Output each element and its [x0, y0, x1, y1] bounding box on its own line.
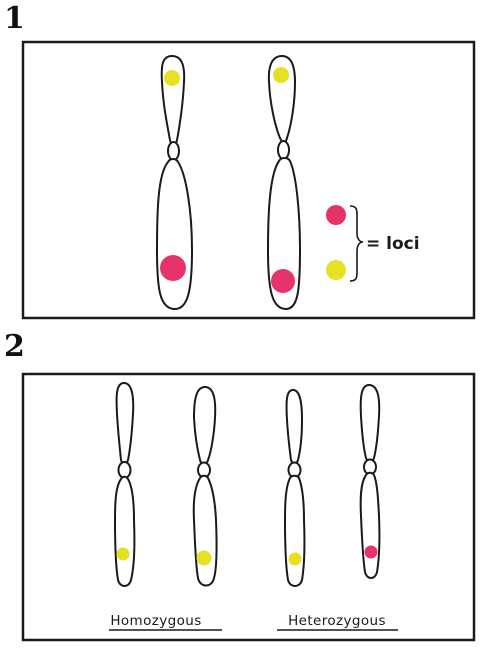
- locus-marker: [289, 553, 302, 566]
- locus-marker: [197, 551, 212, 566]
- legend-swatch-yellow: [326, 260, 346, 280]
- legend-label: = loci: [366, 234, 420, 254]
- chromosome-2b-long-arm: [194, 476, 217, 586]
- chromosome-2a-long-arm: [115, 477, 134, 586]
- panel-1: = loci: [23, 42, 474, 318]
- chromosome-2c: [285, 390, 304, 586]
- locus-marker: [117, 548, 130, 561]
- chromosome-1b: [268, 56, 300, 309]
- chromosome-2c-long-arm: [285, 476, 304, 586]
- panel-2-frame: [23, 374, 474, 640]
- locus-marker: [271, 269, 295, 293]
- locus-marker: [160, 255, 186, 281]
- chromosome-2a-centromere: [119, 462, 131, 478]
- chromosome-2d: [361, 385, 380, 578]
- chromosome-2d-short-arm: [361, 385, 380, 461]
- panel-2: Homozygous Heterozygous: [23, 374, 474, 640]
- chromosome-1b-centromere: [278, 141, 289, 159]
- locus-marker: [164, 70, 180, 86]
- heterozygous-label: Heterozygous: [288, 613, 386, 629]
- chromosome-2d-long-arm: [361, 473, 380, 578]
- legend-swatch-red: [326, 205, 346, 225]
- locus-marker: [273, 67, 289, 83]
- homozygous-label: Homozygous: [110, 613, 201, 629]
- chromosome-1a-centromere: [168, 142, 179, 160]
- locus-marker: [365, 546, 378, 559]
- panel-1-frame: [23, 42, 474, 318]
